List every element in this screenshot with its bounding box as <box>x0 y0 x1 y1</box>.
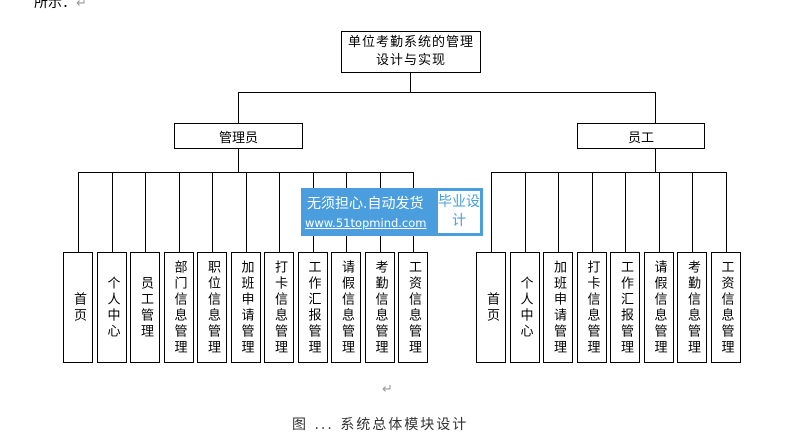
connector <box>658 172 660 252</box>
module-node: 个人中心 <box>96 252 127 363</box>
connector <box>625 172 626 252</box>
connector <box>591 172 593 252</box>
module-node: 首页 <box>476 252 506 363</box>
connector <box>279 172 280 252</box>
connector <box>245 172 247 252</box>
module-node: 部门信息管理 <box>163 252 194 363</box>
paragraph-mark: ↵ <box>382 382 393 397</box>
module-node: 加班申请管理 <box>230 252 261 363</box>
connector <box>410 73 411 92</box>
module-node: 考勤信息管理 <box>677 252 707 363</box>
module-node: 工资信息管理 <box>710 252 741 363</box>
connector <box>145 172 146 252</box>
connector <box>558 172 559 252</box>
module-node: 考勤信息管理 <box>364 252 395 363</box>
module-node: 加班申请管理 <box>543 252 573 363</box>
connector <box>692 172 693 252</box>
module-node: 打卡信息管理 <box>264 252 294 363</box>
staff-node: 员工 <box>577 123 705 149</box>
module-node: 工作汇报管理 <box>610 252 640 363</box>
module-node: 工资信息管理 <box>398 252 428 363</box>
connector <box>725 172 727 252</box>
connector <box>524 172 526 252</box>
connector <box>491 172 727 173</box>
root-node: 单位考勤系统的管理设计与实现 <box>341 31 481 73</box>
watermark-url: www.51topmind.com <box>305 216 427 230</box>
connector <box>238 92 239 123</box>
figure-caption: 图 ... 系统总体模块设计 <box>292 417 469 433</box>
connector <box>78 172 79 252</box>
module-node: 请假信息管理 <box>331 252 361 363</box>
module-node: 职位信息管理 <box>197 252 227 363</box>
module-node: 工作汇报管理 <box>297 252 328 363</box>
connector <box>655 149 656 172</box>
connector <box>178 172 180 252</box>
admin-node: 管理员 <box>174 123 303 149</box>
module-node: 员工管理 <box>130 252 160 363</box>
module-node: 首页 <box>63 252 93 363</box>
module-node: 打卡信息管理 <box>576 252 607 363</box>
connector <box>238 149 239 172</box>
connector <box>655 92 656 123</box>
watermark-line1: 无须担心.自动发货 <box>307 196 424 212</box>
connector <box>212 172 213 252</box>
connector <box>111 172 113 252</box>
watermark-badge: 毕业设计 <box>438 191 480 233</box>
connector <box>238 92 656 93</box>
intro-text: 所示：↵ <box>34 0 87 11</box>
connector <box>491 172 492 252</box>
watermark: 无须担心.自动发货 www.51topmind.com 毕业设计 <box>301 188 483 236</box>
module-node: 请假信息管理 <box>643 252 674 363</box>
module-node: 个人中心 <box>509 252 540 363</box>
